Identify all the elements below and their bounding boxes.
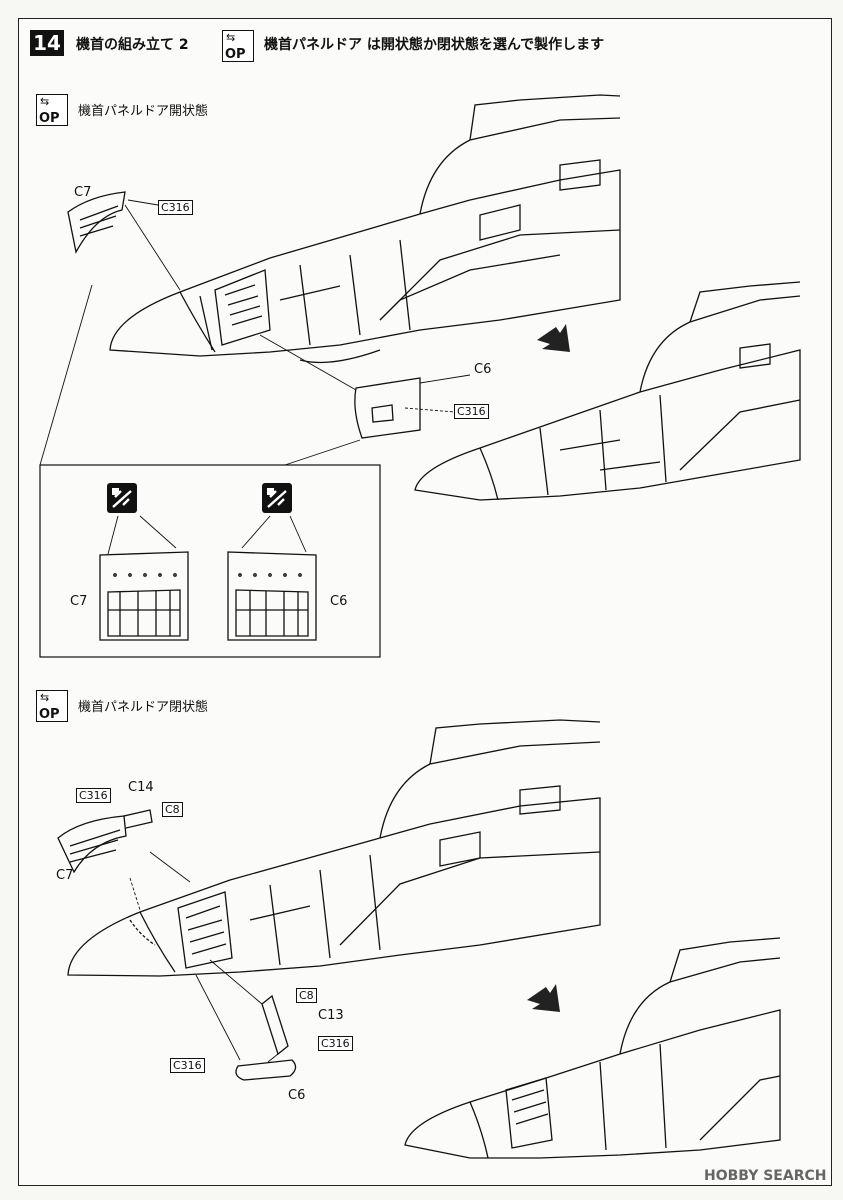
option-note: 機首パネルドア は開状態か閉状態を選んで製作します [264,37,605,53]
door-c7-closed [57,809,191,946]
option-arrows-icon: ⇆ OP [36,690,68,722]
detail-panel-c6 [227,515,317,641]
label-c316-c: C316 [76,788,111,803]
section-open-title: 機首パネルドア開状態 [78,104,209,119]
label-c6: C6 [474,362,492,377]
label-c316-e: C316 [170,1058,205,1073]
step-number-badge: 14 [30,30,64,56]
section-closed-title: 機首パネルドア閉状態 [78,700,209,715]
assembly-arrow-icon [527,984,560,1012]
door-c6-open [259,334,471,439]
label-c7: C7 [74,185,92,200]
label-c316-b: C316 [454,404,489,419]
aircraft-result-closed [404,937,781,1159]
detail-label-c7: C7 [70,594,88,609]
label-c8-a: C8 [162,802,183,817]
aircraft-result-open [414,281,801,501]
detail-label-c6: C6 [330,594,348,609]
door-c7-open [67,191,181,291]
label-c6-closed: C6 [288,1088,306,1103]
detail-panel-c7 [99,515,189,641]
aircraft-nose-open-top [109,94,621,364]
label-c13: C13 [318,1008,344,1023]
label-c7-closed: C7 [56,868,74,883]
assembly-arrow-icon [537,324,570,352]
label-c316-a: C316 [158,200,193,215]
cut-remove-icon [107,483,137,513]
step-title: 機首の組み立て 2 [76,37,189,53]
label-c14: C14 [128,780,154,795]
aircraft-nose-closed-bottom [67,719,601,977]
label-c316-d: C316 [318,1036,353,1051]
label-c8-b: C8 [296,988,317,1003]
cut-remove-icon [262,483,292,513]
door-c6-closed [195,959,297,1081]
option-arrows-icon: ⇆ OP [36,94,68,126]
option-arrows-icon: ⇆ OP [222,30,254,62]
watermark: HOBBY SEARCH [704,1168,827,1184]
